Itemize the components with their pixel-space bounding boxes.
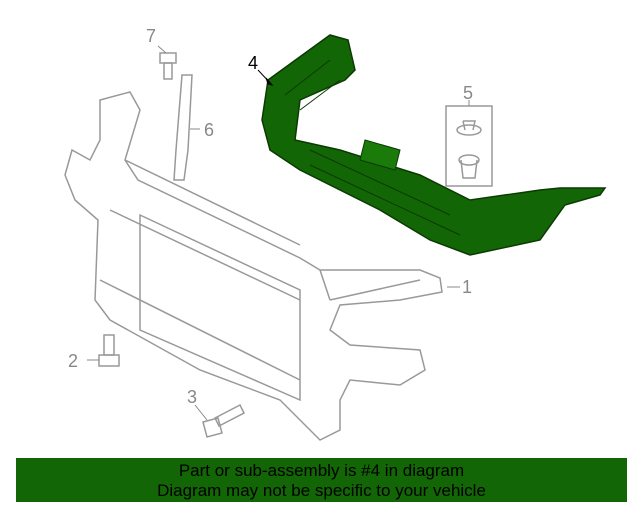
parts-diagram: 1 2 3 4 5 6 7 <box>64 26 607 441</box>
callout-5: 5 <box>463 83 473 103</box>
bolt-part-7[interactable] <box>159 52 177 80</box>
radiator-support-part-1[interactable] <box>64 91 443 441</box>
callout-6: 6 <box>204 120 214 140</box>
banner-line-1: Part or sub-assembly is #4 in diagram <box>178 461 465 480</box>
leader-lines <box>87 45 470 421</box>
part-4-highlighted[interactable] <box>261 34 607 256</box>
bolt-part-2[interactable] <box>98 334 120 367</box>
banner-line-2: Diagram may not be specific to your vehi… <box>157 481 486 500</box>
callout-1: 1 <box>462 277 472 297</box>
callout-3: 3 <box>187 387 197 407</box>
clip-kit-part-5[interactable] <box>445 105 493 187</box>
callout-4: 4 <box>248 53 258 73</box>
callout-2: 2 <box>68 351 78 371</box>
bracket-part-6[interactable] <box>173 74 193 181</box>
notice-banner: Part or sub-assembly is #4 in diagram Di… <box>16 458 627 502</box>
callout-7: 7 <box>146 26 156 46</box>
bolt-part-3[interactable] <box>202 403 246 438</box>
